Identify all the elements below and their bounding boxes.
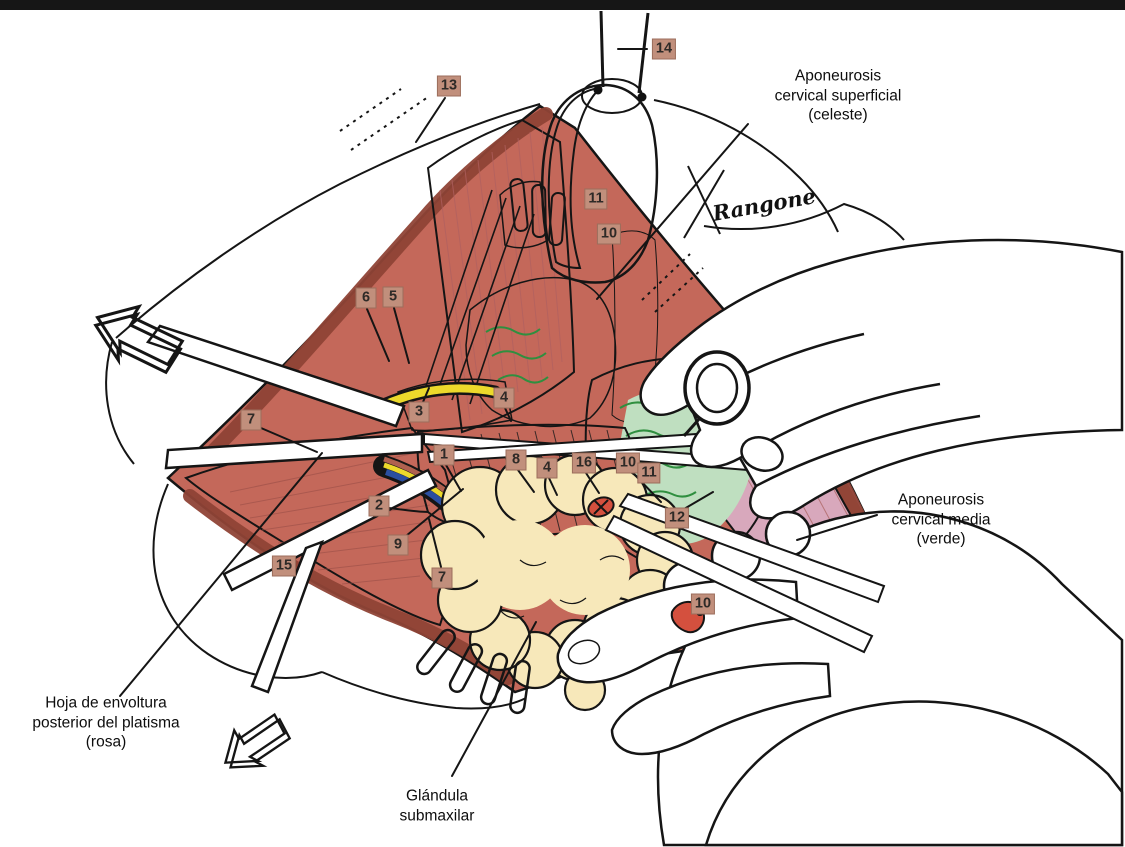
marker-14: 14 bbox=[651, 38, 677, 60]
ring-forceps bbox=[682, 350, 784, 472]
marker-15: 15 bbox=[271, 555, 297, 577]
marker-7-left: 7 bbox=[240, 409, 262, 431]
marker-12: 12 bbox=[664, 507, 690, 529]
marker-9: 9 bbox=[387, 534, 409, 556]
marker-5: 5 bbox=[382, 286, 404, 308]
label-glandula-submaxilar: Glándula submaxilar bbox=[399, 787, 475, 824]
vessel-celeste-structure bbox=[541, 10, 659, 284]
nerve-yellow bbox=[379, 381, 502, 411]
marker-1: 1 bbox=[433, 444, 455, 466]
red-arrow-bottom bbox=[223, 712, 292, 769]
marker-11-top: 11 bbox=[584, 188, 608, 210]
submaxillary-gland bbox=[419, 453, 695, 712]
label-aponeurosis-cervical-superficial: Aponeurosis cervical superficial (celest… bbox=[774, 67, 902, 124]
marker-4-lower: 4 bbox=[536, 457, 558, 479]
retractor-teeth-bottom bbox=[416, 628, 531, 715]
marker-8: 8 bbox=[505, 449, 527, 471]
marker-4-upper: 4 bbox=[493, 387, 515, 409]
suture-threads bbox=[423, 189, 535, 405]
marker-16: 16 bbox=[571, 452, 597, 474]
dashed-lines bbox=[339, 88, 704, 313]
retractor-teeth-top bbox=[509, 178, 566, 246]
label-aponeurosis-cervical-media: Aponeurosis cervical media (verde) bbox=[891, 491, 991, 548]
marker-2: 2 bbox=[368, 495, 390, 517]
marker-10-top: 10 bbox=[596, 223, 622, 245]
marker-7-bottom: 7 bbox=[431, 567, 453, 589]
leader-lines bbox=[119, 48, 878, 777]
label-hoja-envoltura-platisma: Hoja de envoltura posterior del platisma… bbox=[32, 694, 180, 751]
marker-10-bottom: 10 bbox=[690, 593, 716, 615]
top-black-bar bbox=[0, 0, 1125, 10]
marker-6: 6 bbox=[355, 287, 377, 309]
red-arrow-upper-left bbox=[93, 304, 185, 375]
marker-11-mid: 11 bbox=[637, 462, 661, 484]
marker-3: 3 bbox=[408, 401, 430, 423]
marker-10-mid: 10 bbox=[615, 452, 641, 474]
marker-13: 13 bbox=[436, 75, 462, 97]
